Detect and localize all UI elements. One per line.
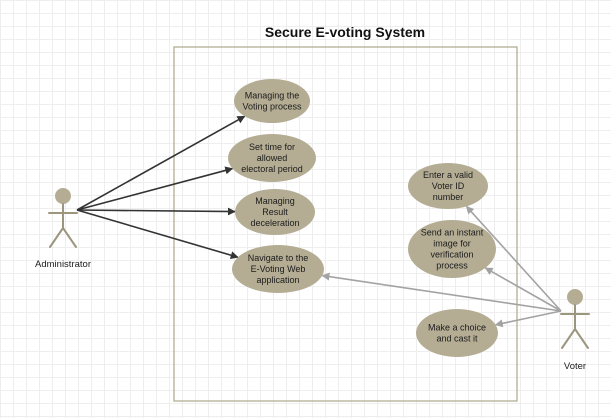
use-case-label: image for — [433, 239, 471, 249]
stick-figure-icon — [560, 289, 590, 349]
use-case-label: Voting process — [242, 102, 302, 112]
use-case-label: Managing — [255, 196, 295, 206]
association-voter-send-image — [484, 267, 562, 312]
diagram-title: Secure E-voting System — [265, 24, 425, 40]
use-case-label: process — [436, 261, 468, 271]
use-case-label: deceleration — [250, 218, 299, 228]
association-administrator-managing-voting — [76, 115, 246, 211]
association-administrator-managing-result — [76, 207, 236, 216]
use-case-label: Make a choice — [428, 323, 486, 333]
association-administrator-navigate-web — [76, 209, 239, 260]
use-case-label: allowed — [257, 153, 288, 163]
use-case-label: application — [256, 275, 299, 285]
use-case-ellipse — [408, 163, 488, 209]
use-case-label: Enter a valid — [423, 170, 473, 180]
use-case-label: Managing the — [245, 91, 300, 101]
use-case-ellipse — [228, 134, 316, 182]
use-case-label: and cast it — [436, 334, 478, 344]
use-case-label: Send an instant — [421, 228, 484, 238]
system-boundary — [173, 46, 518, 402]
use-case-ellipse — [234, 79, 310, 123]
stick-figure-icon — [48, 188, 78, 248]
use-case-label: E-Voting Web — [251, 264, 306, 274]
association-voter-cast-vote — [494, 310, 562, 328]
actor-administrator: Administrator — [35, 188, 91, 270]
use-case-label: Navigate to the — [248, 253, 309, 263]
association-voter-navigate-web — [321, 272, 562, 312]
use-case-label: Result — [262, 207, 288, 217]
use-case-label: verification — [430, 250, 473, 260]
association-administrator-set-time — [76, 166, 234, 211]
use-case-label: Set time for — [249, 142, 295, 152]
associations — [76, 115, 562, 328]
use-case-ellipse — [232, 245, 324, 293]
use-case-ellipse — [408, 220, 496, 278]
actor-label: Administrator — [35, 259, 91, 270]
use-case-ellipse — [416, 309, 498, 357]
use-case-label: number — [433, 192, 464, 202]
use-case-label: Voter ID — [432, 181, 465, 191]
use-case-ellipse — [235, 189, 315, 235]
association-voter-enter-voter-id — [465, 205, 562, 312]
actor-label: Voter — [564, 361, 586, 372]
actor-voter: Voter — [560, 289, 590, 372]
use-case-label: electoral period — [241, 164, 303, 174]
